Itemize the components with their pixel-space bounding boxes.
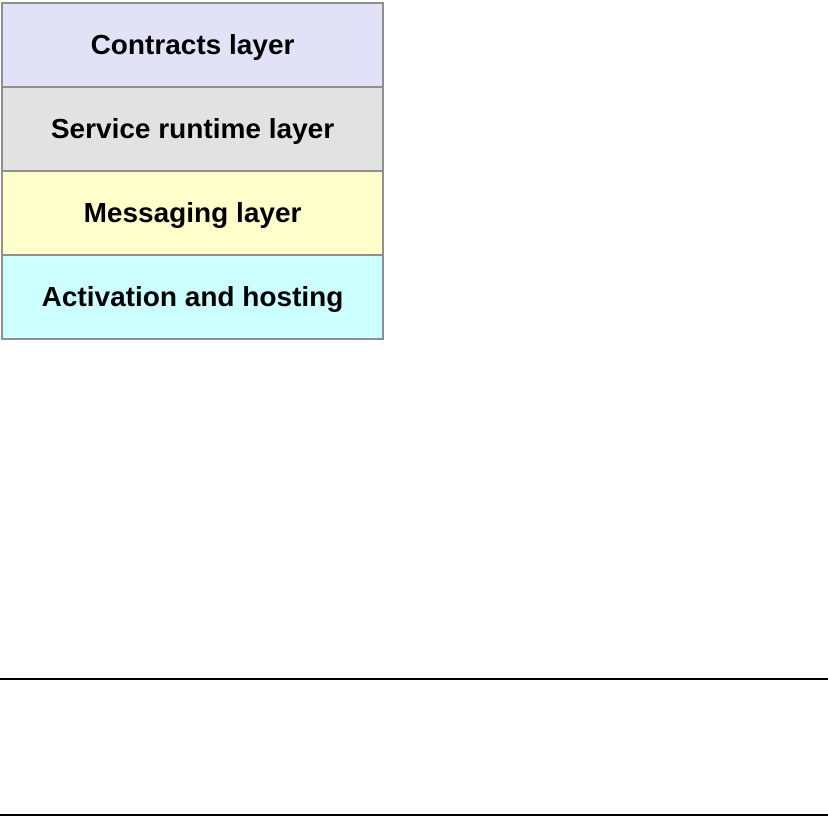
layer-activation-hosting: Activation and hosting: [3, 256, 382, 338]
layer-messaging: Messaging layer: [3, 172, 382, 256]
horizontal-rule-bottom: [0, 814, 828, 817]
layer-stack-diagram: Contracts layer Service runtime layer Me…: [1, 2, 384, 340]
layer-contracts-label: Contracts layer: [90, 29, 295, 60]
layer-activation-hosting-label: Activation and hosting: [41, 281, 344, 312]
layer-service-runtime: Service runtime layer: [3, 88, 382, 172]
layer-messaging-label: Messaging layer: [83, 197, 302, 228]
horizontal-rule-top: [0, 678, 828, 681]
layer-contracts: Contracts layer: [3, 4, 382, 88]
layer-service-runtime-label: Service runtime layer: [50, 113, 335, 144]
